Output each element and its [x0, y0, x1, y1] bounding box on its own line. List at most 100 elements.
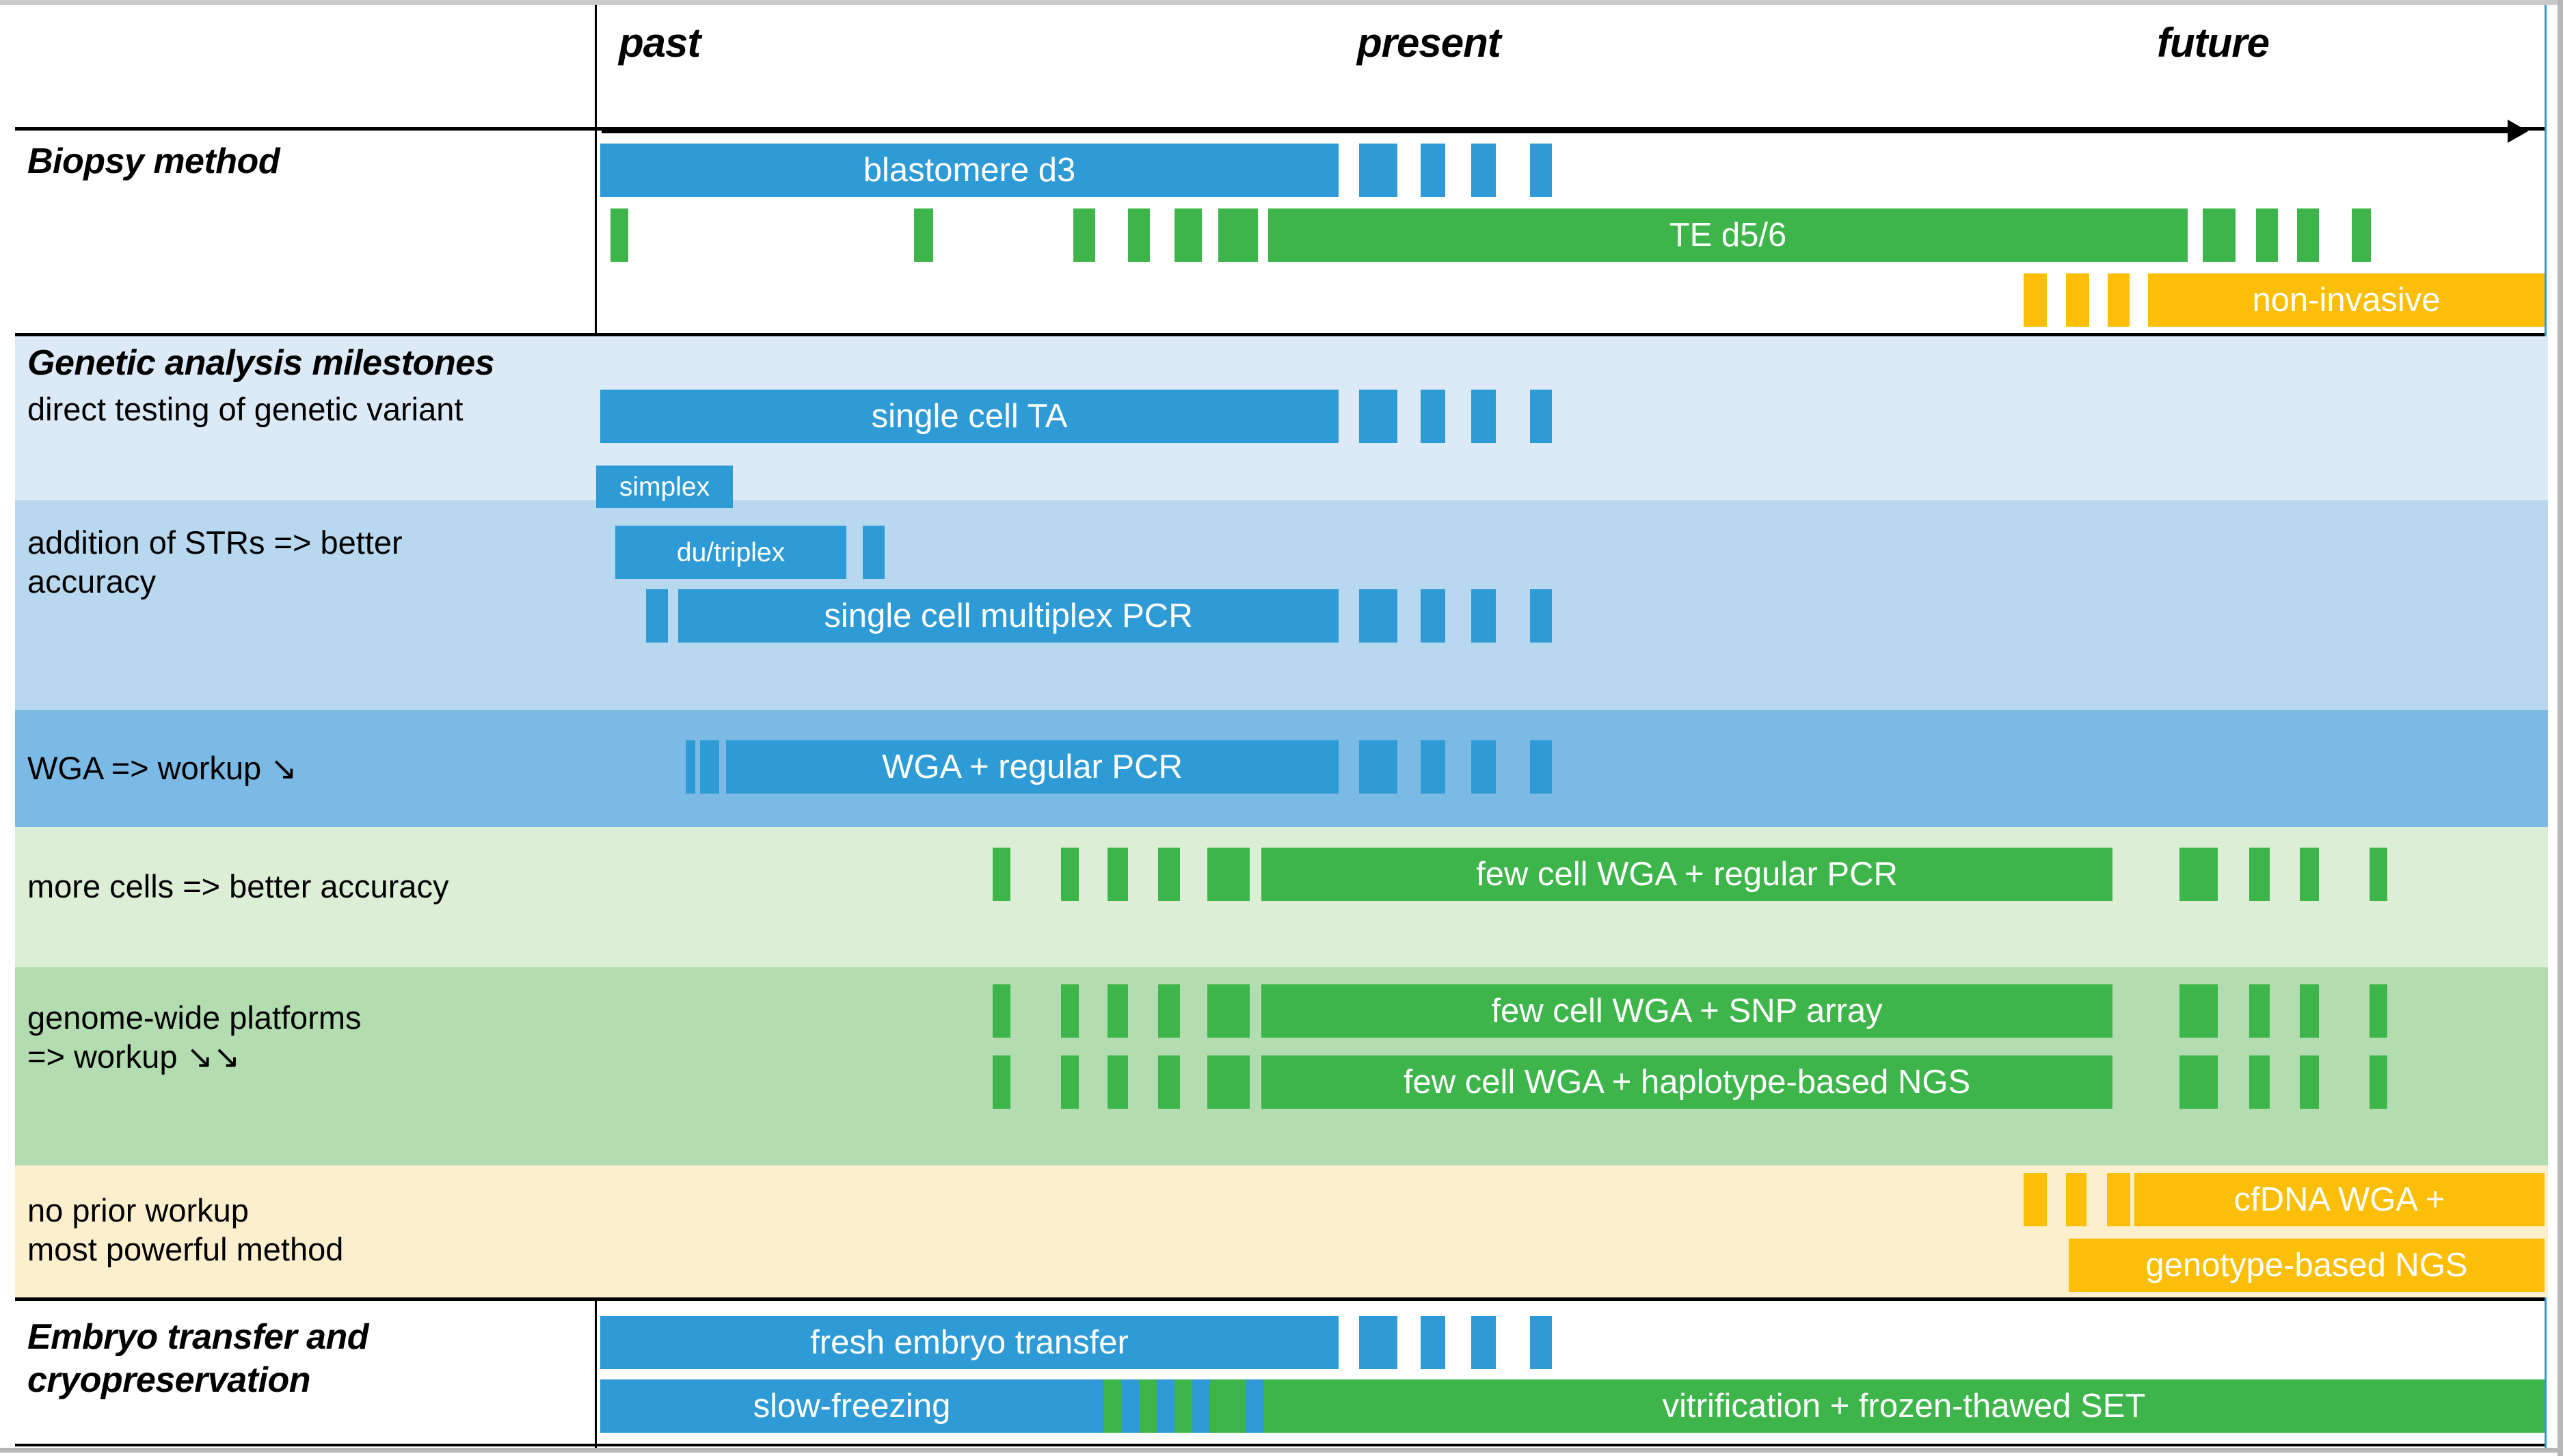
fade-tick	[1128, 208, 1150, 262]
fade-tick	[1158, 848, 1180, 901]
fade-tick	[2179, 848, 2218, 901]
fade-tick	[2256, 208, 2278, 262]
row-label-strs: addition of STRs => better accuracy	[27, 524, 403, 600]
bar-label-single-cell-ta: single cell TA	[871, 397, 1068, 435]
fade-tick	[2024, 1173, 2047, 1226]
fade-tick	[1108, 984, 1128, 1038]
fade-tick	[700, 740, 719, 794]
fade-tick	[1218, 208, 1258, 262]
section-rule-transfer	[15, 1297, 2545, 1301]
fade-tick	[1158, 1055, 1180, 1109]
timeline-arrow-line	[602, 129, 2509, 133]
bar-few-cell-wga-snp-array: few cell WGA + SNP array	[1261, 984, 2112, 1038]
era-label-present: present	[1357, 20, 1501, 66]
fade-tick	[1108, 1055, 1128, 1109]
transition-stripe-blue	[1246, 1379, 1263, 1433]
fade-tick	[2179, 1055, 2218, 1109]
fade-tick	[2300, 1055, 2319, 1109]
fade-tick	[1359, 589, 1397, 643]
bottom-frame-rule	[0, 1448, 2563, 1453]
fade-tick	[1530, 144, 1552, 197]
fade-tick	[1471, 1316, 1496, 1369]
bar-few-cell-wga-regular-pcr: few cell WGA + regular PCR	[1261, 848, 2112, 901]
fade-tick	[2300, 984, 2319, 1038]
fade-tick	[2179, 984, 2218, 1038]
bar-te-d5-6: TE d5/6	[1268, 208, 2188, 262]
fade-tick	[2249, 984, 2270, 1038]
era-label-future: future	[2157, 20, 2270, 66]
fade-tick	[1175, 208, 1202, 262]
fade-tick	[2066, 1173, 2086, 1226]
fade-tick	[2370, 848, 2387, 901]
fade-tick	[1061, 984, 1079, 1038]
fade-tick	[2066, 273, 2089, 327]
bar-label-simplex: simplex	[619, 472, 710, 502]
fade-tick	[1421, 390, 1445, 443]
top-frame-rule	[0, 0, 2563, 5]
bar-slow-freezing: slow-freezing	[600, 1379, 1103, 1433]
fade-tick	[2352, 208, 2371, 262]
fade-tick	[2203, 208, 2236, 262]
fade-tick	[610, 208, 628, 262]
fade-tick	[993, 848, 1010, 901]
bar-label-cfdna-wga: cfDNA WGA +	[2233, 1181, 2445, 1218]
transition-stripe-green	[1103, 1379, 1121, 1433]
bar-label-few-cell-wga-haplotype-ngs: few cell WGA + haplotype-based NGS	[1403, 1063, 1971, 1101]
fade-tick	[1421, 589, 1445, 643]
section-rule-biopsy	[15, 333, 2545, 336]
bar-blastomere-d3: blastomere d3	[600, 144, 1339, 197]
bar-simplex: simplex	[596, 466, 733, 508]
fade-tick	[686, 740, 695, 794]
fade-tick	[2370, 1055, 2387, 1109]
bar-label-genotype-based-ngs: genotype-based NGS	[2145, 1246, 2468, 1284]
fade-tick	[1530, 1316, 1552, 1369]
fade-tick	[1359, 1316, 1397, 1369]
fade-tick	[1158, 984, 1180, 1038]
transition-stripe-blue	[1157, 1379, 1175, 1433]
fade-tick	[1359, 740, 1397, 794]
fade-tick	[2300, 848, 2319, 901]
bar-vitrification: vitrification + frozen-thawed SET	[1263, 1379, 2545, 1433]
bar-non-invasive: non-invasive	[2148, 273, 2545, 327]
fade-tick	[646, 589, 668, 643]
fade-tick	[1530, 740, 1552, 794]
fade-tick	[1359, 144, 1397, 197]
bar-fresh-embryo-transfer: fresh embryo transfer	[600, 1316, 1339, 1369]
bar-label-wga-regular-pcr: WGA + regular PCR	[882, 748, 1183, 785]
fade-tick	[1471, 589, 1496, 643]
fade-tick	[2297, 208, 2319, 262]
fade-tick	[993, 984, 1010, 1038]
fade-tick	[1359, 390, 1397, 443]
section-rule-header	[15, 127, 2545, 131]
bar-single-cell-ta: single cell TA	[600, 390, 1339, 443]
row-label-milestones: Genetic analysis milestones	[27, 343, 495, 383]
fade-tick	[2108, 273, 2130, 327]
bar-label-blastomere-d3: blastomere d3	[863, 151, 1076, 189]
bar-wga-regular-pcr: WGA + regular PCR	[726, 740, 1339, 794]
fade-tick	[1530, 589, 1552, 643]
row-label-wga: WGA => workup ↘	[27, 750, 297, 786]
fade-tick	[914, 208, 933, 262]
transition-stripe-green	[1139, 1379, 1157, 1433]
bar-label-fresh-embryo-transfer: fresh embryo transfer	[810, 1323, 1129, 1361]
bar-few-cell-wga-haplotype-ngs: few cell WGA + haplotype-based NGS	[1261, 1055, 2112, 1109]
bar-label-te-d5-6: TE d5/6	[1669, 216, 1787, 254]
fade-tick	[1471, 390, 1496, 443]
fade-tick	[1207, 984, 1250, 1038]
fade-tick	[1471, 740, 1496, 794]
transition-stripe-blue	[1121, 1379, 1139, 1433]
fade-tick	[1061, 1055, 1079, 1109]
bar-cfdna-wga: cfDNA WGA +	[2134, 1173, 2545, 1226]
transition-stripe-green	[1210, 1379, 1246, 1433]
row-label-genomewide: genome-wide platforms => workup ↘↘	[27, 999, 362, 1075]
bar-label-vitrification: vitrification + frozen-thawed SET	[1662, 1387, 2146, 1425]
row-label-morecells: more cells => better accuracy	[27, 868, 449, 904]
fade-tick	[1207, 848, 1250, 901]
row-label-direct-testing: direct testing of genetic variant	[27, 391, 464, 427]
section-rule-bottom	[15, 1444, 2545, 1446]
row-label-biopsy: Biopsy method	[27, 141, 280, 181]
fade-tick	[1207, 1055, 1250, 1109]
bar-label-slow-freezing: slow-freezing	[753, 1387, 951, 1425]
transition-stripe-green	[1175, 1379, 1192, 1433]
